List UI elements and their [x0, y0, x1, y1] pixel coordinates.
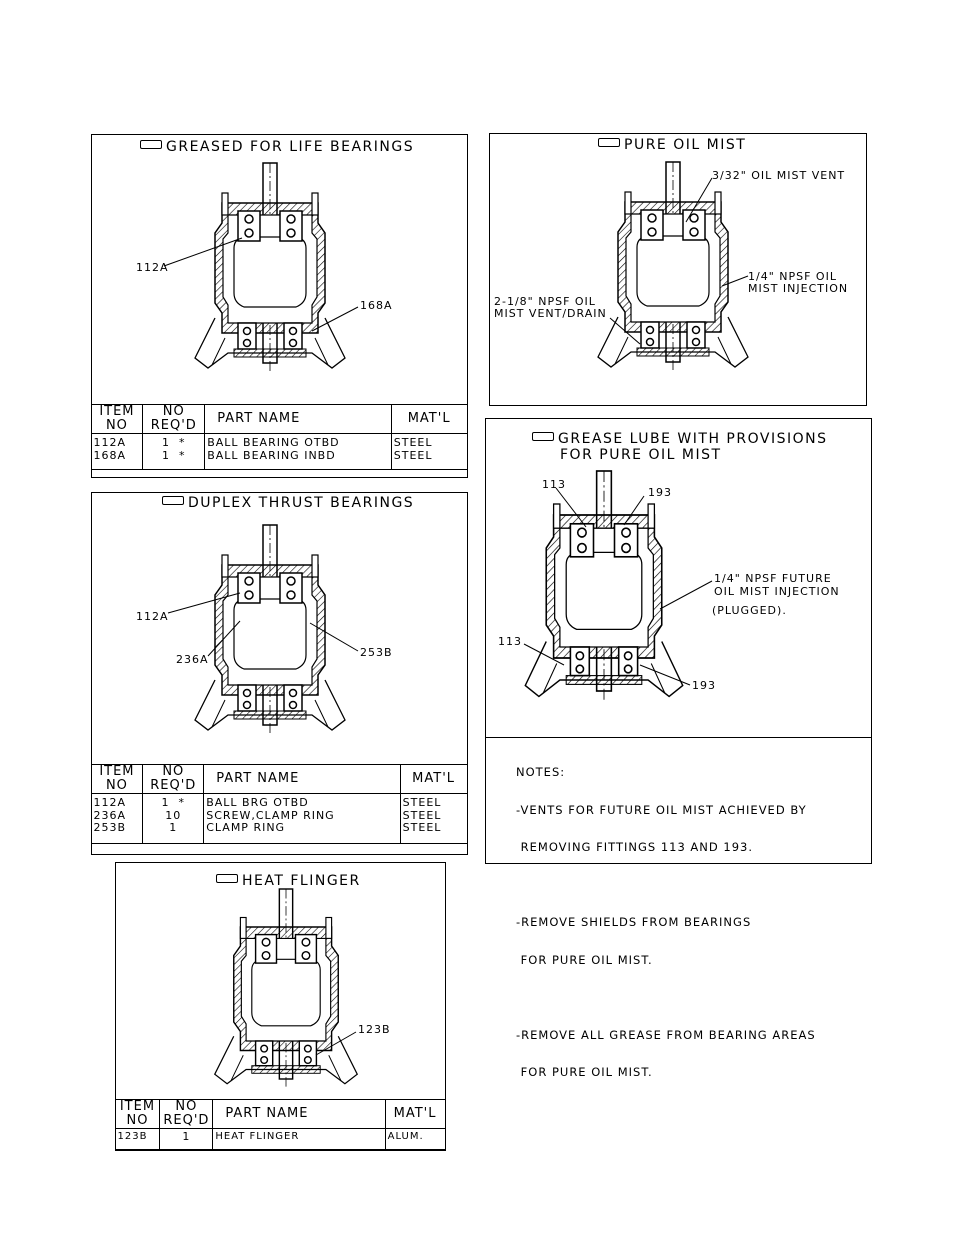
- callout-label: 236A: [176, 653, 209, 666]
- callout-label: 193: [648, 486, 672, 499]
- notes-line: NOTES:: [516, 765, 566, 779]
- callout-label: OIL MIST INJECTION: [714, 585, 840, 598]
- header-material: MAT'L: [399, 764, 468, 794]
- notes-line: [516, 879, 816, 892]
- checkbox-icon: [140, 140, 162, 149]
- notes-line: -VENTS FOR FUTURE OIL MIST ACHIEVED BY: [516, 802, 807, 817]
- table-row: 123B 1 HEAT FLINGER ALUM.: [114, 1128, 446, 1150]
- panel-title: HEAT FLINGER: [216, 873, 361, 889]
- notes-line: -REMOVE ALL GREASE FROM BEARING AREAS: [516, 1027, 816, 1042]
- panel-duplex-thrust: DUPLEX THRUST BEARINGS 112A 236A 253B IT…: [90, 492, 468, 855]
- bearing-housing-drawing: 3/32" OIL MIST VENT 1/4" NPSF OIL MIST I…: [494, 161, 848, 373]
- bearing-housing-drawing: 112A 236A 253B: [136, 524, 393, 736]
- checkbox-icon: [216, 874, 238, 883]
- callout-label: 123B: [358, 1023, 391, 1036]
- header-material: MAT'L: [384, 1099, 446, 1129]
- panel-pure-oil-mist: PURE OIL MIST 3/32" OIL MIST VENT 1/4" N…: [489, 133, 867, 406]
- notes-line: FOR PURE OIL MIST.: [516, 952, 653, 967]
- panel-title: PURE OIL MIST: [598, 137, 746, 153]
- checkbox-icon: [598, 138, 620, 147]
- callout-label: 1/4" NPSF FUTURE: [714, 572, 832, 585]
- header-part-name: PART NAME: [204, 404, 392, 434]
- notes-line: REMOVING FITTINGS 113 AND 193.: [516, 840, 754, 854]
- panel-subtitle: FOR PURE OIL MIST: [560, 447, 722, 463]
- callout-label: MIST INJECTION: [748, 282, 848, 295]
- callout-label: 168A: [360, 299, 393, 312]
- notes-divider: [486, 737, 871, 738]
- callout-label: 112A: [136, 261, 169, 274]
- bearing-housing-drawing: 112A 168A: [136, 162, 393, 374]
- panel-title: GREASE LUBE WITH PROVISIONS: [532, 431, 827, 447]
- callout-label: 253B: [360, 646, 393, 659]
- callout-label: 2-1/8" NPSF OIL: [494, 295, 596, 308]
- callout-label: (PLUGGED).: [712, 604, 787, 617]
- callout-label: 1/4" NPSF OIL: [748, 270, 837, 283]
- callout-label: 113: [498, 635, 522, 648]
- callout-label: 3/32" OIL MIST VENT: [712, 169, 845, 182]
- header-material: MAT'L: [390, 404, 468, 434]
- checkbox-icon: [532, 432, 554, 441]
- notes-line: FOR PURE OIL MIST.: [516, 1065, 653, 1079]
- bearing-housing-drawing: 113 193 1/4" NPSF FUTURE OIL MIST INJECT…: [498, 470, 840, 703]
- callout-label: 113: [542, 478, 566, 491]
- notes-block: NOTES: -VENTS FOR FUTURE OIL MIST ACHIEV…: [516, 741, 816, 1104]
- header-part-name: PART NAME: [212, 1099, 386, 1129]
- panel-title: DUPLEX THRUST BEARINGS: [162, 495, 414, 511]
- notes-line: [516, 991, 816, 1004]
- checkbox-icon: [162, 496, 184, 505]
- callout-label: 112A: [136, 610, 169, 623]
- callout-label: 193: [692, 679, 716, 692]
- panel-grease-lube-provisions: GREASE LUBE WITH PROVISIONS FOR PURE OIL…: [485, 418, 872, 1078]
- callout-label: MIST VENT/DRAIN: [494, 307, 607, 320]
- panel-title: GREASED FOR LIFE BEARINGS: [140, 139, 414, 155]
- header-part-name: PART NAME: [203, 764, 401, 794]
- notes-line: -REMOVE SHIELDS FROM BEARINGS: [516, 915, 752, 929]
- panel-greased-for-life: GREASED FOR LIFE BEARINGS 112A 168A ITEM…: [90, 134, 468, 478]
- bearing-housing-drawing: 123B: [214, 888, 391, 1090]
